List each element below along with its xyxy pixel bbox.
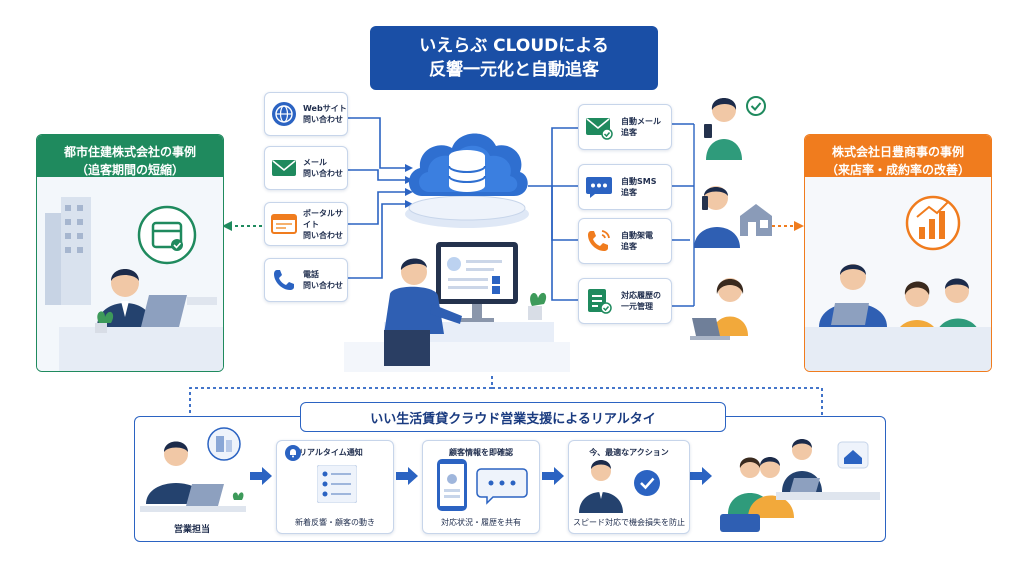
step-caption: 対応状況・履歴を共有 xyxy=(441,518,521,527)
output-label-1: 自動メール xyxy=(621,117,661,126)
case-box-right: 株式会社日豊商事の事例 （来店率・成約率の改善） xyxy=(804,134,992,372)
output-label-2: 追客 xyxy=(621,242,637,251)
meeting-illustration xyxy=(805,177,991,371)
input-card-phone: 電話問い合わせ xyxy=(264,258,348,302)
case-heading-left: 都市住建株式会社の事例 （追客期間の短縮） xyxy=(37,135,223,177)
customer-on-phone-illustration xyxy=(694,186,772,248)
output-label-2: 一元管理 xyxy=(621,302,653,311)
cloud-database-icon xyxy=(405,133,529,228)
step-customer-info: 顧客情報を即確認 対応状況・履歴を共有 xyxy=(422,440,540,534)
advisor-check-icon xyxy=(579,460,660,513)
step-caption: スピード対応で機会損失を防止 xyxy=(573,518,685,527)
input-label-2: 問い合わせ xyxy=(303,169,343,178)
output-card-auto-sms: 自動SMS 追客 xyxy=(578,164,672,210)
title-line-1: いえらぶ CLOUDによる xyxy=(419,36,609,56)
output-card-auto-mail: 自動メール追客 xyxy=(578,104,672,150)
case-title: 都市住建株式会社の事例 xyxy=(63,145,196,159)
output-card-history: 対応履歴の一元管理 xyxy=(578,278,672,324)
case-title: 株式会社日豊商事の事例 xyxy=(831,145,964,159)
realtime-section-title: いい生活賃貸クラウド営業支援によるリアルタイ xyxy=(300,402,726,432)
output-label-2: 追客 xyxy=(621,188,637,197)
diagram-title: いえらぶ CLOUDによる 反響一元化と自動追客 xyxy=(370,26,658,90)
phone-ring-icon xyxy=(588,230,610,251)
operator-at-computer-illustration xyxy=(344,242,570,372)
step-caption: 新着反響・顧客の動き xyxy=(295,518,375,527)
input-label-2: 問い合わせ xyxy=(303,230,343,240)
input-label-1: 電話 xyxy=(303,270,319,279)
step-best-action: 今、最適なアクション スピード対応で機会損失を防止 xyxy=(568,440,690,534)
input-label-1: メール xyxy=(303,158,327,167)
step-heading: リアルタイム通知 xyxy=(299,448,363,457)
input-label-1: Webサイト xyxy=(303,104,347,113)
title-line-2: 反響一元化と自動追客 xyxy=(429,60,599,80)
browser-icon xyxy=(271,214,297,234)
step-heading: 顧客情報を即確認 xyxy=(449,448,513,457)
input-label-2: 問い合わせ xyxy=(303,281,343,290)
input-card-web: Webサイト問い合わせ xyxy=(264,92,348,136)
customer-meeting-illustration xyxy=(720,439,880,532)
bell-icon xyxy=(285,445,301,461)
customer-with-phone-illustration xyxy=(704,96,766,160)
mail-check-icon xyxy=(586,118,613,140)
input-label-2: 問い合わせ xyxy=(303,115,343,124)
output-label-1: 自動架電 xyxy=(621,231,653,240)
list-icon xyxy=(317,465,357,503)
input-label-1: ポータルサイト xyxy=(303,208,343,229)
office-worker-illustration xyxy=(37,177,223,371)
sales-rep-label: 営業担当 xyxy=(173,525,210,535)
sms-icon xyxy=(586,177,612,198)
step-realtime-notification: リアルタイム通知 新着反響・顧客の動き xyxy=(276,440,394,534)
document-check-icon xyxy=(588,289,612,314)
customer-with-laptop-illustration xyxy=(690,278,748,340)
input-card-mail: メール問い合わせ xyxy=(264,146,348,190)
input-card-portal: ポータルサイト問い合わせ xyxy=(264,202,348,246)
case-heading-right: 株式会社日豊商事の事例 （来店率・成約率の改善） xyxy=(805,135,991,177)
step-heading: 今、最適なアクション xyxy=(589,448,669,457)
output-card-auto-call: 自動架電追客 xyxy=(578,218,672,264)
case-subtitle: （来店率・成約率の改善） xyxy=(825,163,970,177)
case-box-left: 都市住建株式会社の事例 （追客期間の短縮） xyxy=(36,134,224,372)
output-label-1: 対応履歴の xyxy=(621,291,661,300)
globe-icon xyxy=(272,102,296,126)
phone-icon xyxy=(274,270,294,290)
output-label-2: 追客 xyxy=(621,128,637,137)
case-subtitle: （追客期間の短縮） xyxy=(75,163,184,177)
mail-icon xyxy=(272,160,296,176)
smartphone-chat-icon xyxy=(437,459,528,511)
sales-rep-illustration xyxy=(140,427,246,512)
output-label-1: 自動SMS xyxy=(621,177,657,186)
